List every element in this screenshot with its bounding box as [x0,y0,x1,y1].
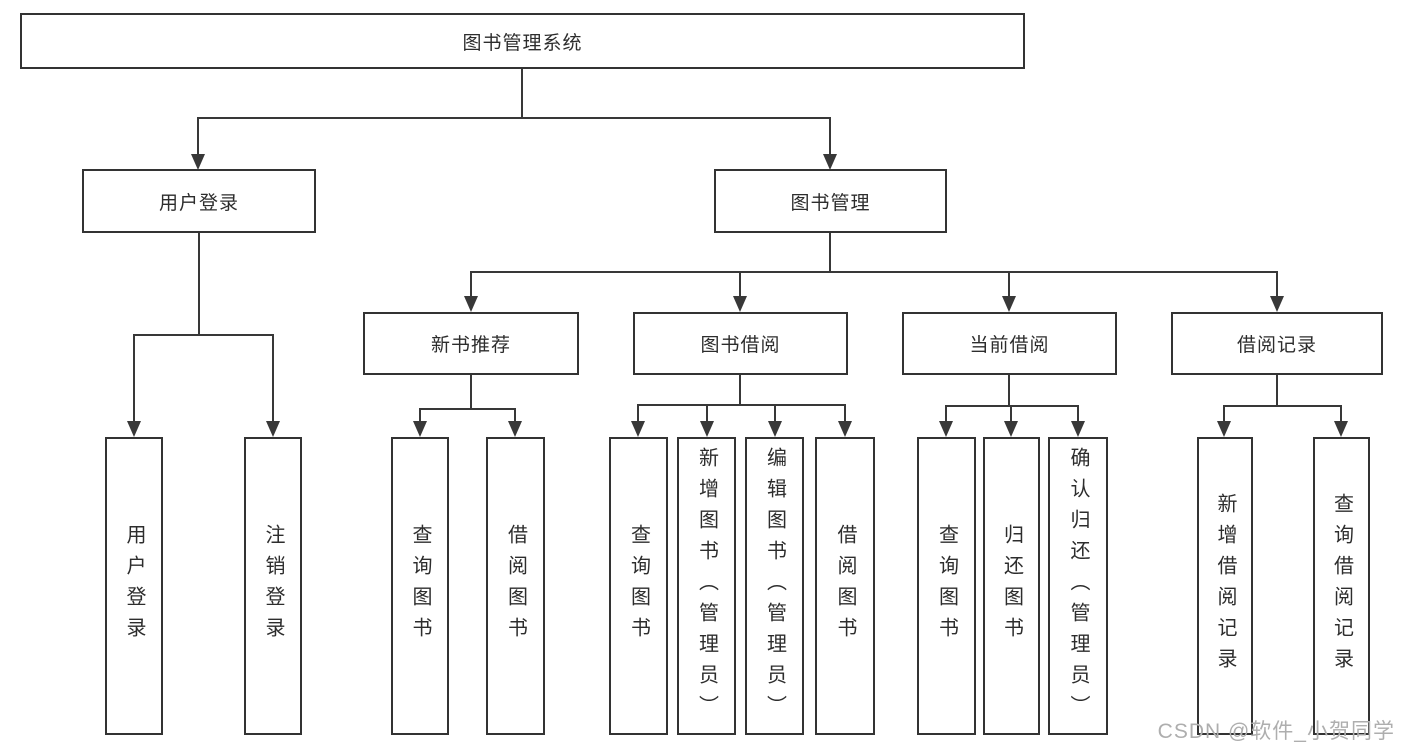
node-borrow-books-borrowing: 借阅图书 [815,437,875,735]
node-current-borrowing: 当前借阅 [902,312,1117,375]
node-confirm-return-admin: 确认归还（管理员） [1048,437,1108,735]
edge-book-management-to-level3 [464,233,1284,312]
node-query-books-recommend: 查询图书 [391,437,449,735]
edge-new-book-recommendation-to-children [413,375,522,437]
edge-current-borrowing-to-children [939,375,1085,437]
edge-borrowing-records-to-children [1217,375,1348,437]
node-book-management: 图书管理 [714,169,947,233]
node-query-books-current: 查询图书 [917,437,976,735]
node-add-borrow-record: 新增借阅记录 [1197,437,1253,735]
edge-user-login-to-children [127,233,280,437]
node-new-book-recommendation: 新书推荐 [363,312,579,375]
node-borrowing-records: 借阅记录 [1171,312,1383,375]
node-logout: 注销登录 [244,437,302,735]
node-user-login-leaf: 用户登录 [105,437,163,735]
node-query-books-borrowing: 查询图书 [609,437,668,735]
node-return-books: 归还图书 [983,437,1040,735]
edge-root-to-level2 [191,68,837,170]
node-edit-book-admin: 编辑图书（管理员） [745,437,804,735]
node-user-login: 用户登录 [82,169,316,233]
edge-book-borrowing-to-children [631,375,852,437]
node-add-book-admin: 新增图书（管理员） [677,437,736,735]
node-query-borrow-record: 查询借阅记录 [1313,437,1370,735]
watermark: CSDN @软件_小贺同学 [1157,720,1395,743]
node-library-system: 图书管理系统 [20,13,1025,69]
node-book-borrowing: 图书借阅 [633,312,848,375]
node-borrow-books-recommend: 借阅图书 [486,437,545,735]
